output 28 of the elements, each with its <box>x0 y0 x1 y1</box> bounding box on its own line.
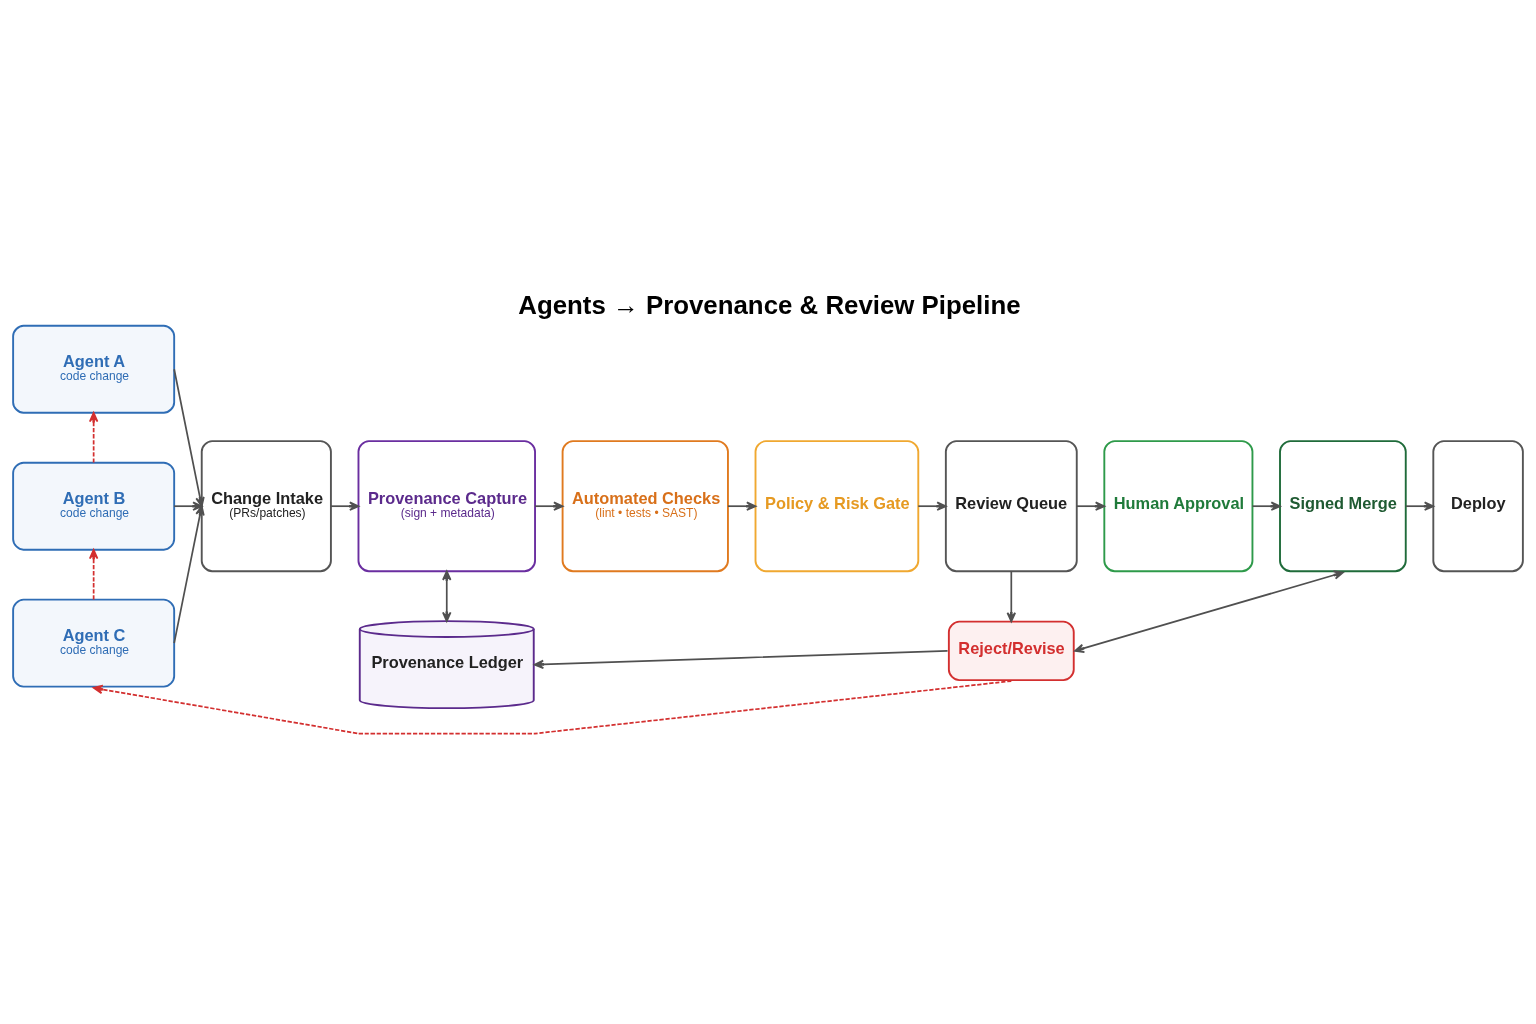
node-box: Provenance Capture (sign + metadata) <box>357 440 536 573</box>
node-box: Signed Merge <box>1279 440 1407 573</box>
node-box: Policy & Risk Gate <box>754 440 920 573</box>
arrow <box>92 680 1013 735</box>
arrow <box>1075 501 1106 511</box>
arrow <box>1404 501 1435 511</box>
arrow <box>173 505 205 644</box>
node-box: Agent C code change <box>12 598 176 688</box>
arrow <box>1074 570 1344 654</box>
node-box: Human Approval <box>1103 440 1254 573</box>
node-box: Agent B code change <box>12 461 176 551</box>
node-box: Agent A code change <box>12 324 176 414</box>
arrow <box>917 501 947 511</box>
arrow <box>442 570 452 622</box>
arrow <box>1006 570 1017 623</box>
diagram-title: Agents → Provenance & Review Pipeline <box>518 290 1021 319</box>
node-box: Change Intake (PRs/patches) <box>200 440 332 573</box>
arrow <box>727 501 757 511</box>
node-box: Reject/Revise <box>947 620 1075 682</box>
arrow <box>330 501 360 511</box>
arrow <box>534 501 564 511</box>
node-box: Automated Checks (lint • tests • SAST) <box>561 440 729 573</box>
arrow <box>88 549 99 601</box>
node-box: Review Queue <box>944 440 1078 573</box>
arrow <box>88 412 99 464</box>
arrow <box>1251 501 1281 511</box>
node-box: Deploy <box>1432 440 1524 573</box>
arrow <box>533 650 949 670</box>
